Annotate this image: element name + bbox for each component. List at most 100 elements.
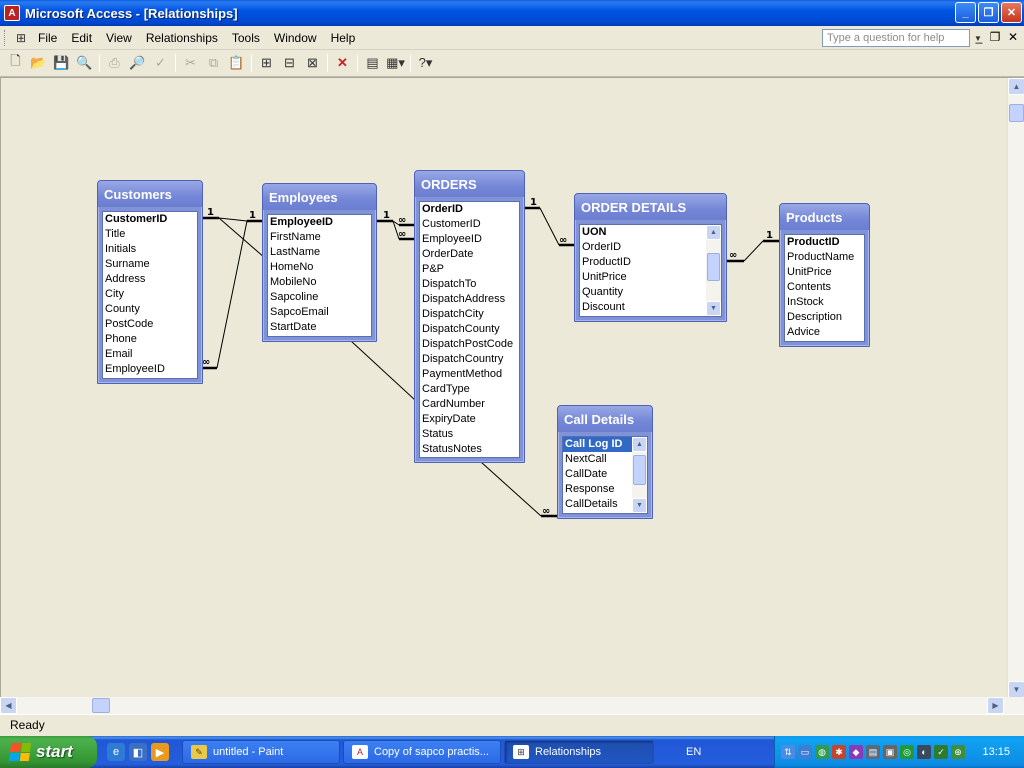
print-icon[interactable]: ⎙ <box>109 55 120 70</box>
field-startdate[interactable]: StartDate <box>270 321 317 333</box>
horizontal-scroll-thumb[interactable] <box>92 698 110 713</box>
scroll-down-icon[interactable]: ▼ <box>706 301 721 316</box>
field-orderid[interactable]: OrderID <box>422 203 463 215</box>
show-all-icon[interactable]: ⊠ <box>307 55 318 70</box>
relationships-window-icon[interactable]: ⊞ <box>15 30 27 45</box>
scroll-up-icon[interactable]: ▲ <box>632 437 647 452</box>
table-title[interactable]: ORDER DETAILS <box>575 194 726 220</box>
field-sapcoline[interactable]: Sapcoline <box>270 291 319 303</box>
table-title[interactable]: Employees <box>263 184 376 210</box>
start-button[interactable]: start <box>0 736 97 768</box>
scroll-left-icon[interactable]: ◀ <box>0 697 17 714</box>
print-preview-icon[interactable]: 🔎 <box>129 55 146 70</box>
new-file-icon[interactable]: 🗋 <box>10 53 21 68</box>
taskbar-clock[interactable]: 13:15 <box>982 746 1010 758</box>
taskbar-item-access[interactable]: A Copy of sapco practis... <box>343 740 501 764</box>
field-employeeid[interactable]: EmployeeID <box>270 216 333 228</box>
field-calldetails[interactable]: CallDetails <box>565 498 618 510</box>
menu-edit[interactable]: Edit <box>71 30 93 45</box>
field-dispatchaddress[interactable]: DispatchAddress <box>422 293 506 305</box>
help-search-input[interactable]: Type a question for help <box>822 29 970 47</box>
spelling-icon[interactable]: ✓ <box>155 55 166 70</box>
field-mobileno[interactable]: MobileNo <box>270 276 317 288</box>
field-firstname[interactable]: FirstName <box>270 231 321 243</box>
tray-update-icon[interactable]: ✓ <box>934 745 948 759</box>
tray-app-icon[interactable]: ◆ <box>849 745 863 759</box>
tray-display-icon[interactable]: ▣ <box>883 745 897 759</box>
tray-network-icon[interactable]: ⇅ <box>781 745 795 759</box>
mdi-minimize-button[interactable]: _ <box>975 30 983 44</box>
scroll-thumb[interactable] <box>633 455 646 485</box>
field-cardtype[interactable]: CardType <box>422 383 470 395</box>
field-productid[interactable]: ProductID <box>787 236 840 248</box>
field-dispatchcity[interactable]: DispatchCity <box>422 308 484 320</box>
menubar-grip[interactable] <box>4 29 7 46</box>
internet-explorer-icon[interactable]: e <box>107 743 125 761</box>
menu-file[interactable]: File <box>38 30 58 45</box>
scroll-right-icon[interactable]: ▶ <box>987 697 1004 714</box>
show-desktop-icon[interactable]: ◧ <box>129 743 147 761</box>
field-surname[interactable]: Surname <box>105 258 150 270</box>
tray-volume-icon[interactable]: ◐ <box>917 745 931 759</box>
table-order-details[interactable]: ORDER DETAILS UON OrderID ProductID Unit… <box>574 193 727 322</box>
table-title[interactable]: ORDERS <box>415 171 524 197</box>
chevron-down-icon[interactable]: ▼ <box>974 33 982 43</box>
menu-relationships[interactable]: Relationships <box>145 30 218 45</box>
field-sapcoemail[interactable]: SapcoEmail <box>270 306 329 318</box>
show-table-icon[interactable]: ⊞ <box>261 55 272 70</box>
scroll-thumb[interactable] <box>707 253 720 281</box>
field-employeeid[interactable]: EmployeeID <box>422 233 482 245</box>
field-statusnotes[interactable]: StatusNotes <box>422 443 482 455</box>
restore-button[interactable]: ❐ <box>978 2 999 23</box>
field-nextcall[interactable]: NextCall <box>565 453 607 465</box>
table-title[interactable]: Call Details <box>558 406 652 432</box>
database-window-icon[interactable]: ▤ <box>366 55 379 70</box>
relationships-workspace[interactable]: 1 1 ∞ 1 ∞ ∞ 1 ∞ 1 ∞ ∞ Customers Customer… <box>0 77 1024 698</box>
field-dispatchcounty[interactable]: DispatchCounty <box>422 323 500 335</box>
tray-monitor-icon[interactable]: ▭ <box>798 745 812 759</box>
table-products[interactable]: Products ProductID ProductName UnitPrice… <box>779 203 870 347</box>
table-orders[interactable]: ORDERS OrderID CustomerID EmployeeID Ord… <box>414 170 525 463</box>
mdi-close-button[interactable]: ✕ <box>1007 30 1019 44</box>
field-list-scrollbar[interactable]: ▲ ▼ <box>706 225 721 316</box>
scroll-down-icon[interactable]: ▼ <box>632 498 647 513</box>
tray-sync-icon[interactable]: ◎ <box>900 745 914 759</box>
scroll-up-icon[interactable]: ▲ <box>1008 78 1024 95</box>
tray-printer-icon[interactable]: ▤ <box>866 745 880 759</box>
field-uon[interactable]: UON <box>582 226 607 238</box>
field-initials[interactable]: Initials <box>105 243 137 255</box>
field-quantity[interactable]: Quantity <box>582 286 623 298</box>
field-lastname[interactable]: LastName <box>270 246 321 258</box>
taskbar-item-paint[interactable]: ✎ untitled - Paint <box>182 740 340 764</box>
field-phone[interactable]: Phone <box>105 333 137 345</box>
field-response[interactable]: Response <box>565 483 615 495</box>
delete-icon[interactable]: ✕ <box>337 55 348 70</box>
taskbar-item-relationships[interactable]: ⊞ Relationships <box>504 740 654 764</box>
field-dispatchcountry[interactable]: DispatchCountry <box>422 353 504 365</box>
mdi-restore-button[interactable]: ❐ <box>989 30 1001 44</box>
tray-globe-icon[interactable]: ◍ <box>815 745 829 759</box>
horizontal-scrollbar[interactable]: ◀ ▶ <box>0 697 1024 714</box>
field-productid[interactable]: ProductID <box>582 256 631 268</box>
field-instock[interactable]: InStock <box>787 296 824 308</box>
field-dispatchpostcode[interactable]: DispatchPostCode <box>422 338 514 350</box>
media-player-icon[interactable]: ▶ <box>151 743 169 761</box>
field-orderid[interactable]: OrderID <box>582 241 622 253</box>
table-employees[interactable]: Employees EmployeeID FirstName LastName … <box>262 183 377 342</box>
field-customerid[interactable]: CustomerID <box>422 218 481 230</box>
field-title[interactable]: Title <box>105 228 126 240</box>
field-cardnumber[interactable]: CardNumber <box>422 398 485 410</box>
scroll-up-icon[interactable]: ▲ <box>706 225 721 240</box>
new-object-icon[interactable]: ▦▾ <box>386 55 405 70</box>
show-direct-icon[interactable]: ⊟ <box>284 55 295 70</box>
field-pandp[interactable]: P&P <box>422 263 445 275</box>
close-button[interactable]: ✕ <box>1001 2 1022 23</box>
scroll-down-icon[interactable]: ▼ <box>1008 681 1024 698</box>
cut-icon[interactable]: ✂ <box>185 55 196 70</box>
field-unitprice[interactable]: UnitPrice <box>582 271 627 283</box>
paste-icon[interactable]: 📋 <box>228 55 245 70</box>
field-description[interactable]: Description <box>787 311 843 323</box>
field-advice[interactable]: Advice <box>787 326 821 338</box>
field-orderdate[interactable]: OrderDate <box>422 248 474 260</box>
help-icon[interactable]: ?▾ <box>418 55 433 70</box>
